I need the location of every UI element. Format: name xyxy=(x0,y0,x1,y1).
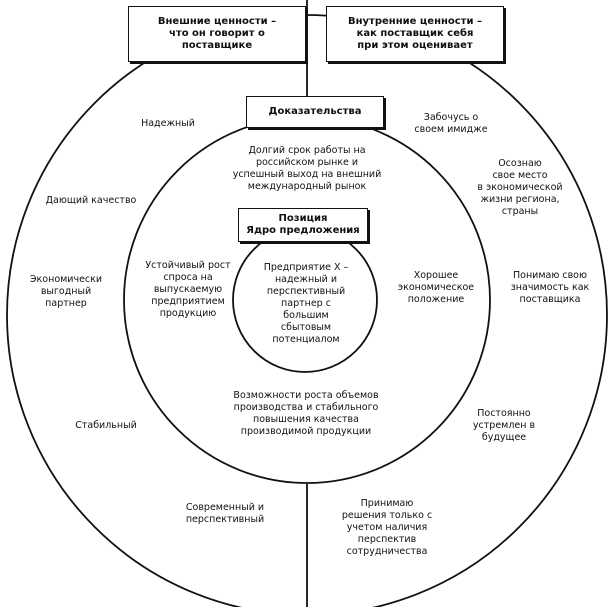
external-value-2: Дающий качество xyxy=(45,195,137,206)
external-value-3: Экономически выгодный партнер xyxy=(29,274,103,309)
proof-text-top: Долгий срок работы на российском рынке и… xyxy=(232,145,382,192)
internal-value-5: Принимаю решения только с учетом наличия… xyxy=(341,498,433,557)
internal-value-1: Забочусь о своем имидже xyxy=(414,112,488,135)
external-value-4: Стабильный xyxy=(75,420,137,431)
core-text: Предприятие Х – надежный и перспективный… xyxy=(263,262,349,345)
external-value-5: Современный и перспективный xyxy=(185,502,265,525)
proof-text-bottom: Возможности роста объемов производства и… xyxy=(233,390,379,437)
proof-box: Доказательства xyxy=(246,96,384,128)
internal-value-4: Постоянно устремлен в будущее xyxy=(472,408,536,443)
internal-value-3: Понимаю свою значимость как поставщика xyxy=(510,270,590,305)
external-value-1: Надежный xyxy=(141,118,195,129)
internal-values-header: Внутренние ценности – как поставщик себя… xyxy=(326,6,504,62)
position-box: Позиция Ядро предложения xyxy=(238,208,368,242)
internal-value-2: Осознаю свое место в экономической жизни… xyxy=(477,158,563,217)
proof-text-right: Хорошее экономическое положение xyxy=(397,270,475,305)
external-values-header: Внешние ценности – что он говорит о пост… xyxy=(128,6,306,62)
proof-text-left: Устойчивый рост спроса на выпускаемую пр… xyxy=(145,260,231,319)
